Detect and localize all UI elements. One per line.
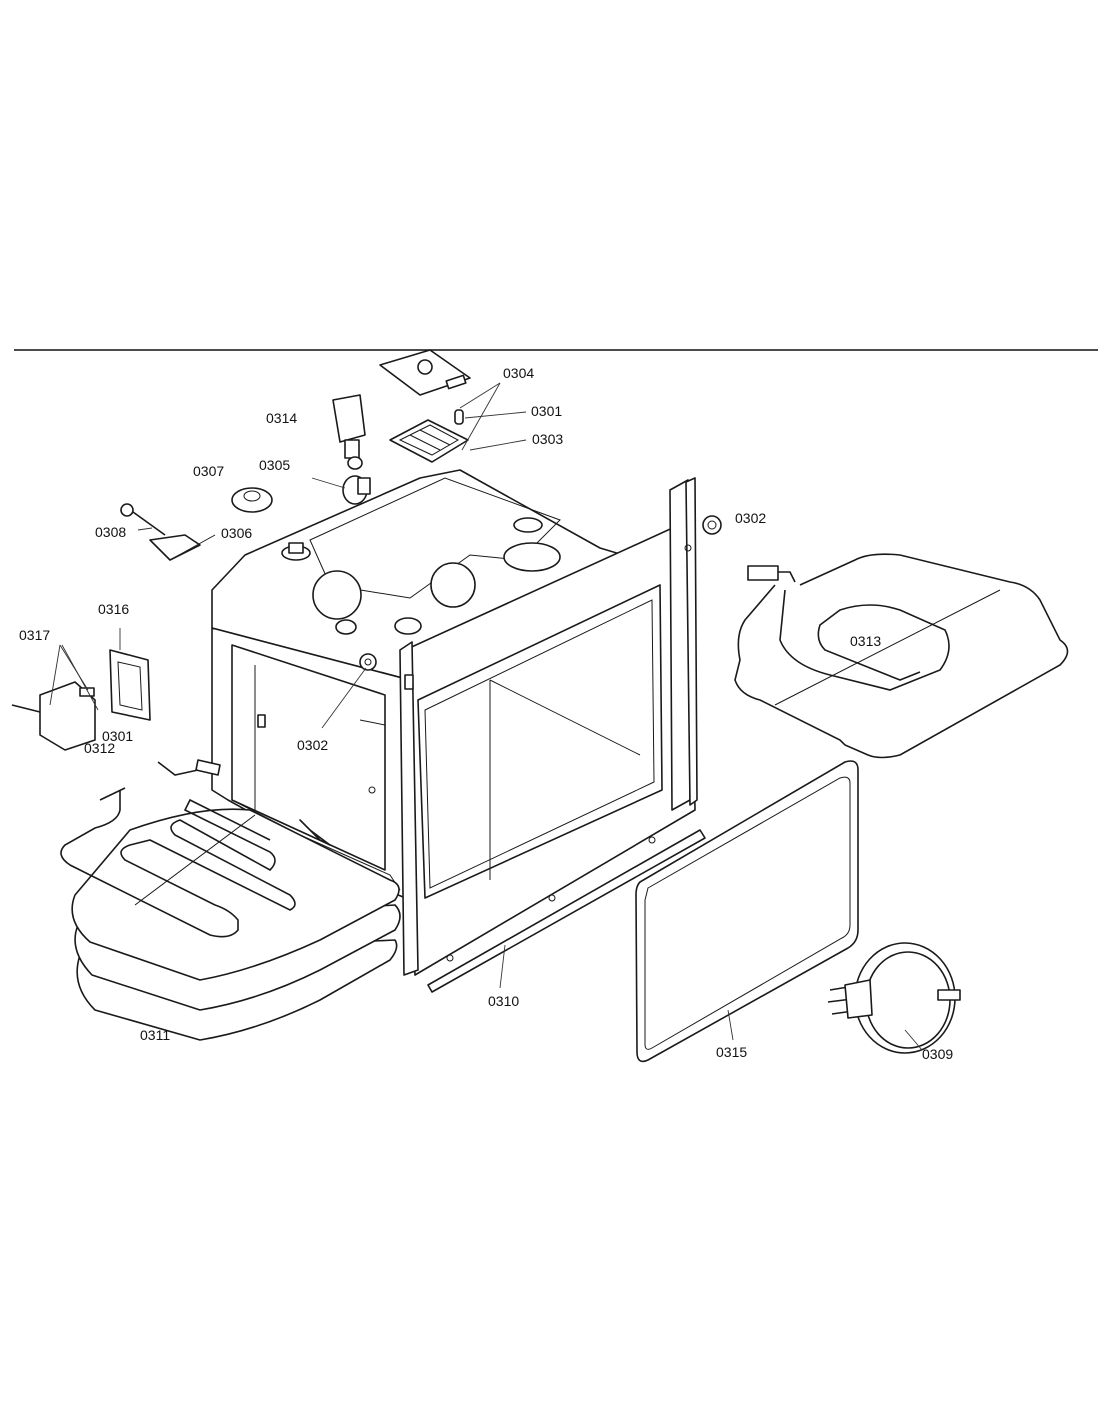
thermal-cutout	[120, 503, 216, 561]
door-seal	[635, 760, 859, 1063]
label-0316: 0316	[98, 601, 129, 617]
label-0312: 0312	[84, 740, 115, 756]
grommet-right	[702, 515, 722, 535]
label-0302-center: 0302	[297, 737, 328, 753]
grommet-center	[359, 653, 377, 671]
cap-0307	[231, 487, 273, 513]
label-0311: 0311	[140, 1027, 170, 1043]
lamp-holder	[11, 681, 96, 751]
label-0305: 0305	[259, 457, 290, 473]
label-0315: 0315	[716, 1044, 747, 1060]
upper-heating-element	[734, 553, 1069, 759]
lower-heating-element	[60, 787, 296, 938]
switch-unit	[332, 394, 366, 470]
label-0304: 0304	[503, 365, 534, 381]
label-0308: 0308	[95, 524, 126, 540]
connector-plate	[157, 759, 221, 776]
leader-lines	[49, 382, 923, 1051]
lamp-plate	[379, 349, 471, 396]
insulation-blanket	[71, 808, 401, 1041]
label-0301-top: 0301	[531, 403, 562, 419]
bottom-rail	[427, 829, 706, 993]
part-labels: 0304 0301 0303 0314 0307 0305 0302 0308 …	[19, 365, 953, 1062]
oven-muffle	[211, 469, 641, 901]
label-0309: 0309	[922, 1046, 953, 1062]
circular-heating-element	[827, 942, 961, 1054]
label-0302-right: 0302	[735, 510, 766, 526]
lamp-bulb	[454, 409, 464, 425]
motor-coupling	[342, 475, 371, 505]
fan-cover-box	[109, 649, 151, 721]
lamp-grill	[389, 419, 469, 463]
label-0310: 0310	[488, 993, 519, 1009]
label-0314: 0314	[266, 410, 297, 426]
label-0303: 0303	[532, 431, 563, 447]
label-0301-left: 0301	[102, 728, 133, 744]
label-0306: 0306	[221, 525, 252, 541]
label-0307: 0307	[193, 463, 224, 479]
oven-front-frame	[399, 477, 698, 976]
label-0313: 0313	[850, 633, 881, 649]
label-0317: 0317	[19, 627, 50, 643]
